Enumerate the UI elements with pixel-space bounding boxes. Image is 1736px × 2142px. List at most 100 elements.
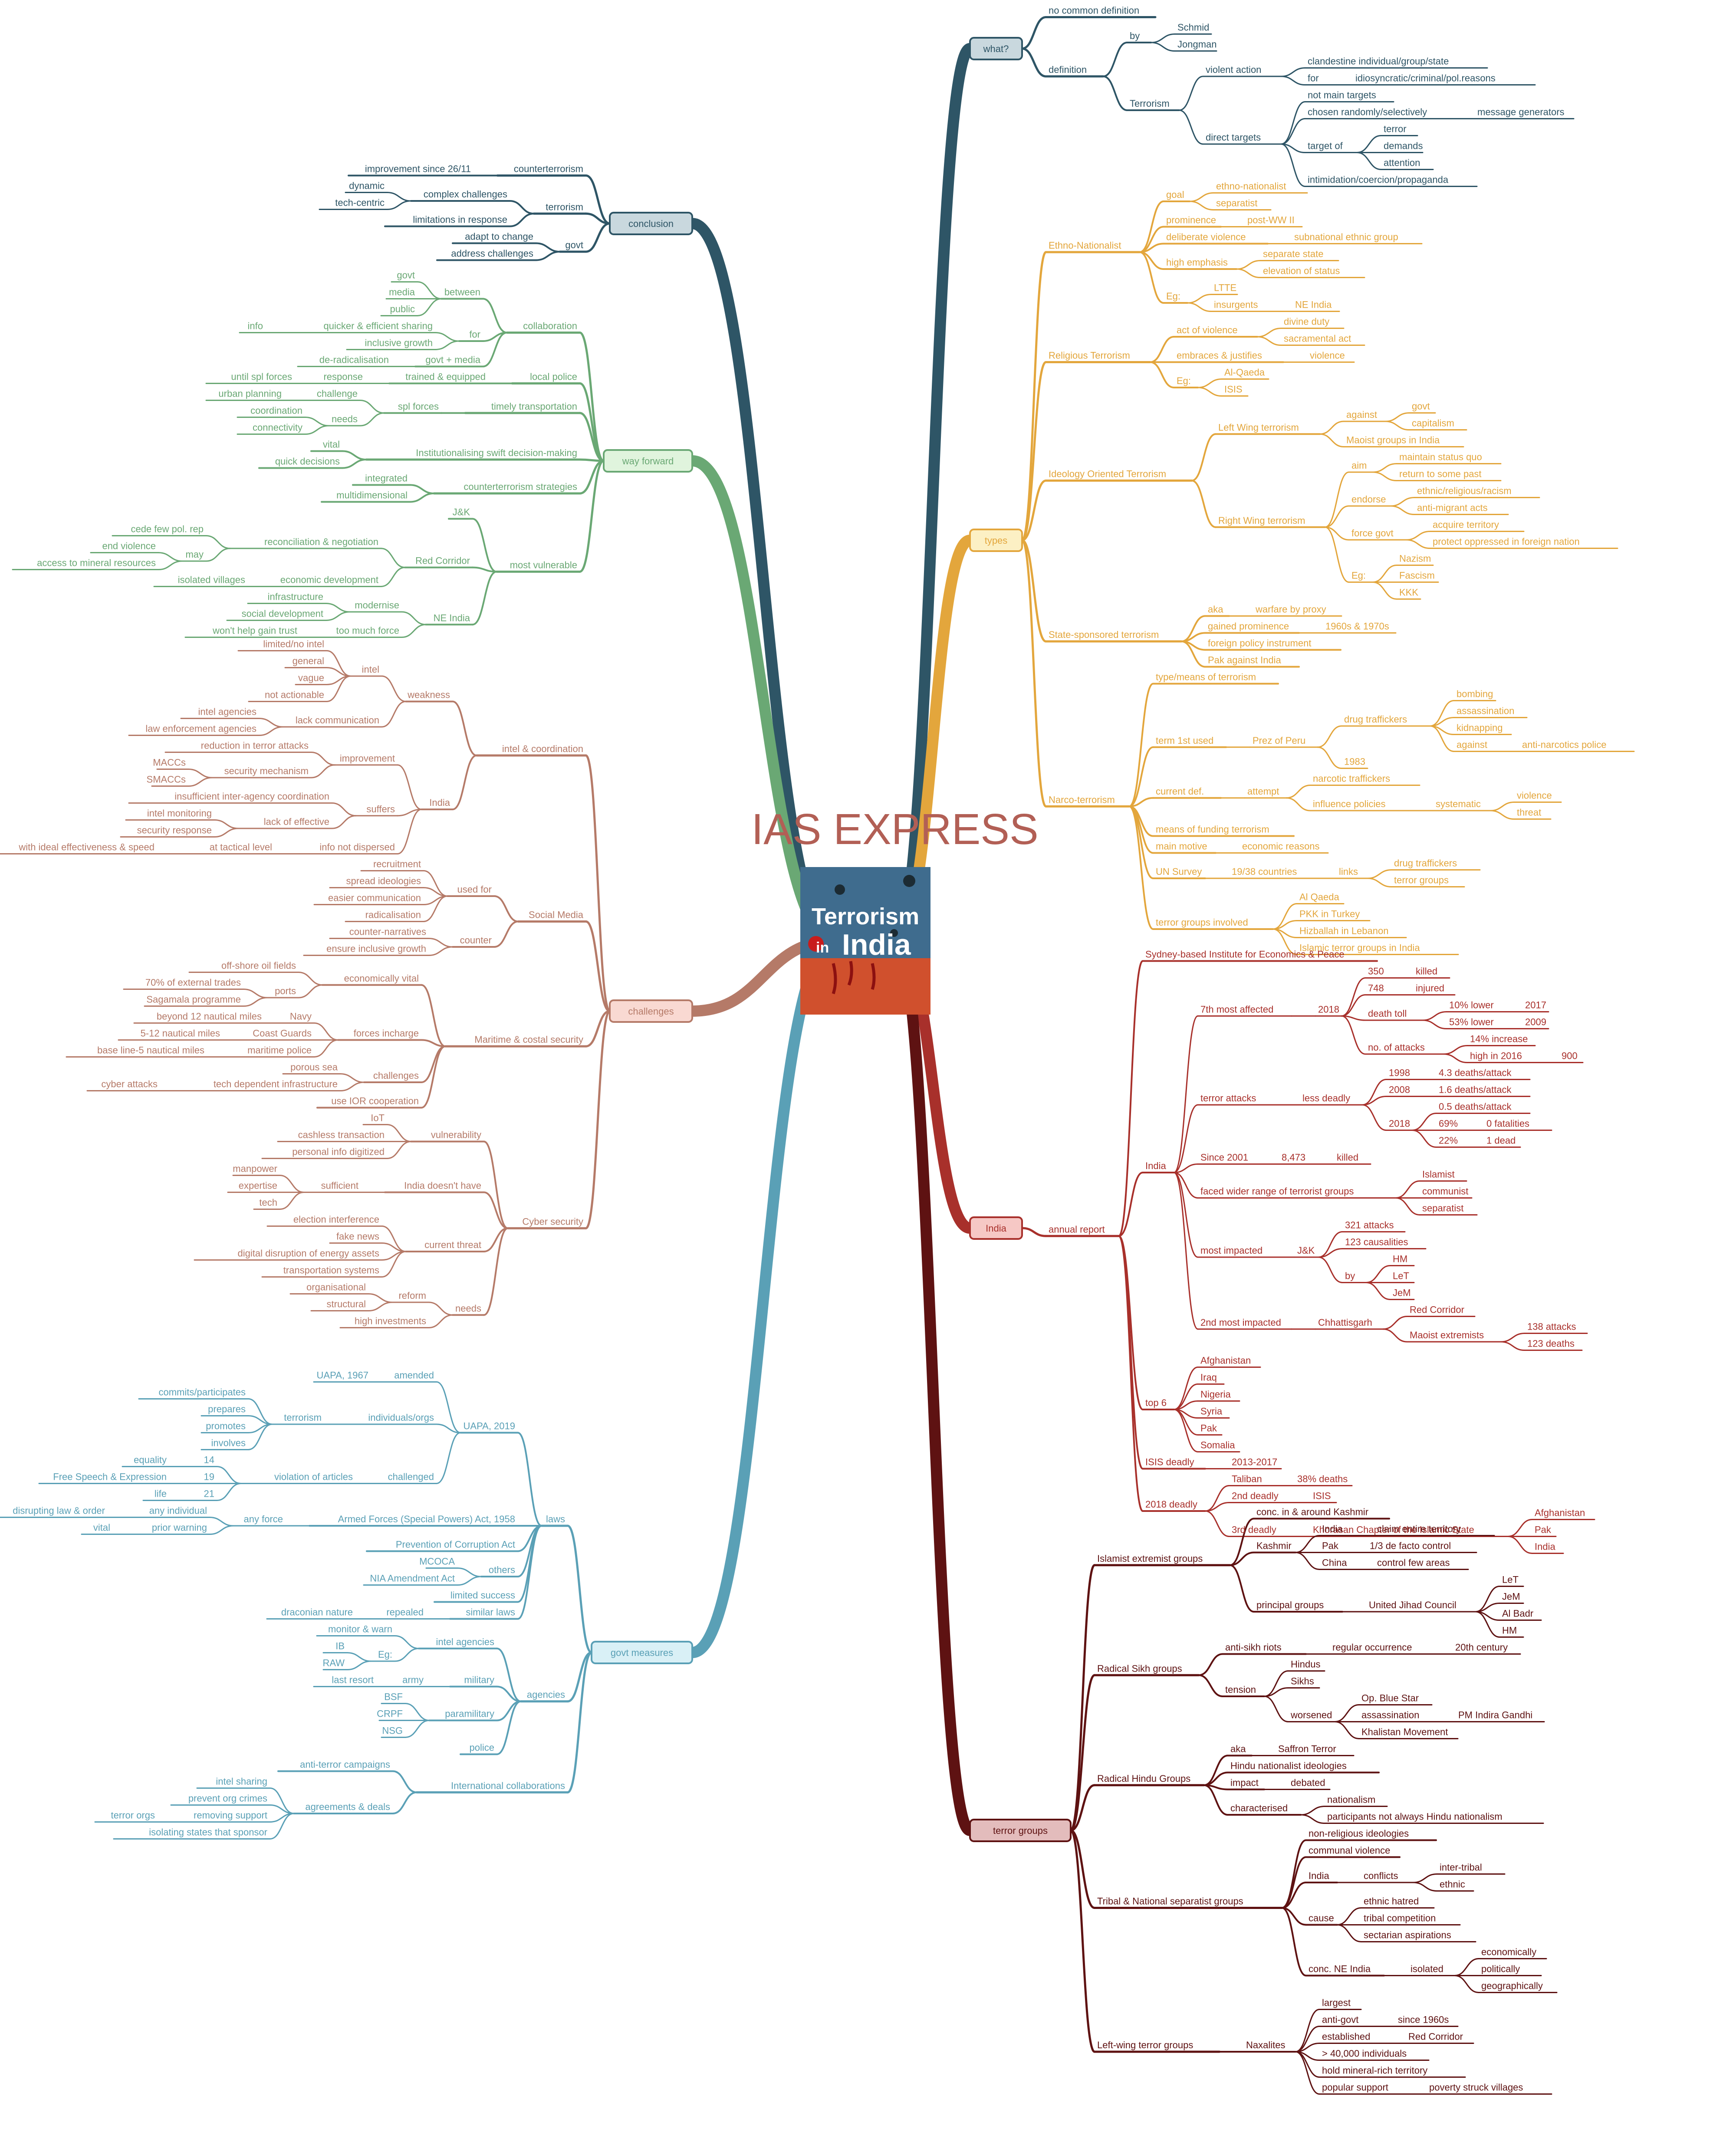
topic-protect-oppressed-in-foreign-nation[interactable]: protect oppressed in foreign nation — [1433, 536, 1580, 547]
topic-aim[interactable]: aim — [1351, 460, 1367, 471]
topic-bombing[interactable]: bombing — [1457, 689, 1493, 700]
topic-14[interactable]: 14 — [204, 1455, 214, 1465]
topic-isolated[interactable]: isolated — [1410, 1964, 1443, 1974]
topic-sufficient[interactable]: sufficient — [321, 1180, 358, 1191]
topic-integrated[interactable]: integrated — [365, 473, 408, 484]
topic-vulnerability[interactable]: vulnerability — [431, 1130, 481, 1140]
topic-violence[interactable]: violence — [1310, 350, 1345, 361]
topic-sydney-based-institute-for-economics-peace[interactable]: Sydney-based Institute for Economics & P… — [1145, 949, 1345, 960]
topic-top-6[interactable]: top 6 — [1145, 1397, 1167, 1408]
topic-monitor-warn[interactable]: monitor & warn — [328, 1624, 392, 1635]
topic-2008[interactable]: 2008 — [1389, 1084, 1410, 1095]
topic-info[interactable]: info — [248, 321, 263, 332]
topic-hold-mineral-rich-territory[interactable]: hold mineral-rich territory — [1322, 2065, 1427, 2076]
topic-by[interactable]: by — [1130, 30, 1140, 41]
topic-isolated-villages[interactable]: isolated villages — [178, 575, 245, 585]
topic-state-sponsored-terrorism[interactable]: State-sponsored terrorism — [1049, 629, 1159, 640]
topic-ltte[interactable]: LTTE — [1214, 283, 1236, 293]
topic-reconciliation-negotiation[interactable]: reconciliation & negotiation — [264, 536, 378, 547]
topic-terrorism[interactable]: Terrorism — [1130, 98, 1170, 109]
topic-against[interactable]: against — [1457, 739, 1487, 750]
topic-won-t-help-gain-trust[interactable]: won't help gain trust — [212, 625, 297, 636]
topic-2018[interactable]: 2018 — [1389, 1118, 1410, 1129]
topic-vital[interactable]: vital — [323, 439, 340, 450]
topic-too-much-force[interactable]: too much force — [336, 625, 399, 636]
topic-quicker-efficient-sharing[interactable]: quicker & efficient sharing — [323, 321, 433, 332]
topic-any-individual[interactable]: any individual — [149, 1505, 207, 1516]
topic-let[interactable]: LeT — [1393, 1271, 1409, 1281]
topic-maoist-groups-in-india[interactable]: Maoist groups in India — [1346, 435, 1440, 446]
topic-capitalism[interactable]: capitalism — [1412, 418, 1454, 429]
topic-al-qaeda[interactable]: Al Qaeda — [1299, 892, 1339, 903]
topic-eg[interactable]: Eg: — [378, 1649, 392, 1660]
topic-most-vulnerable[interactable]: most vulnerable — [510, 559, 577, 570]
topic-for[interactable]: for — [1308, 73, 1319, 84]
topic-media[interactable]: media — [389, 287, 415, 298]
topic-drug-traffickers[interactable]: drug traffickers — [1394, 858, 1457, 869]
topic-used-for[interactable]: used for — [457, 884, 492, 895]
branch-challenges[interactable]: challenges — [609, 999, 693, 1023]
topic-hindus[interactable]: Hindus — [1291, 1659, 1320, 1670]
topic-manpower[interactable]: manpower — [233, 1163, 277, 1174]
topic-agreements-deals[interactable]: agreements & deals — [305, 1801, 390, 1812]
topic-raw[interactable]: RAW — [322, 1658, 345, 1669]
topic-sagamala-programme[interactable]: Sagamala programme — [146, 994, 241, 1005]
topic-organisational[interactable]: organisational — [306, 1282, 366, 1293]
topic-7th-most-affected[interactable]: 7th most affected — [1200, 1004, 1273, 1015]
topic-institutionalising-swift-decision-making[interactable]: Institutionalising swift decision-making — [416, 447, 577, 458]
topic-high-emphasis[interactable]: high emphasis — [1166, 257, 1228, 268]
topic-needs[interactable]: needs — [455, 1303, 481, 1314]
topic-ethno-nationalist[interactable]: ethno-nationalist — [1216, 181, 1286, 192]
topic-message-generators[interactable]: message generators — [1477, 107, 1565, 118]
topic-prominence[interactable]: prominence — [1166, 215, 1216, 226]
topic-paramilitary[interactable]: paramilitary — [445, 1708, 494, 1719]
topic-india-doesn-t-have[interactable]: India doesn't have — [404, 1180, 481, 1191]
topic-poverty-struck-villages[interactable]: poverty struck villages — [1429, 2082, 1523, 2093]
topic-elevation-of-status[interactable]: elevation of status — [1263, 266, 1340, 276]
topic-military[interactable]: military — [464, 1675, 494, 1685]
branch-conclusion[interactable]: conclusion — [609, 212, 693, 235]
topic-control-few-areas[interactable]: control few areas — [1377, 1557, 1450, 1568]
topic-fake-news[interactable]: fake news — [336, 1231, 379, 1242]
topic-porous-sea[interactable]: porous sea — [290, 1062, 338, 1073]
topic-prevent-org-crimes[interactable]: prevent org crimes — [188, 1793, 267, 1804]
topic-address-challenges[interactable]: address challenges — [451, 248, 533, 259]
topic-worsened[interactable]: worsened — [1290, 1710, 1332, 1721]
topic-tech[interactable]: tech — [259, 1197, 277, 1208]
topic-local-police[interactable]: local police — [530, 371, 577, 382]
topic-religious-terrorism[interactable]: Religious Terrorism — [1049, 350, 1130, 361]
topic-means-of-funding-terrorism[interactable]: means of funding terrorism — [1156, 824, 1269, 835]
topic-end-violence[interactable]: end violence — [102, 541, 156, 552]
topic-commits-participates[interactable]: commits/participates — [158, 1387, 246, 1398]
topic-terrorism[interactable]: terrorism — [284, 1412, 322, 1423]
topic-bsf[interactable]: BSF — [384, 1692, 403, 1702]
topic-2013-2017[interactable]: 2013-2017 — [1232, 1457, 1277, 1468]
topic-term-1st-used[interactable]: term 1st used — [1156, 735, 1213, 746]
topic-cede-few-pol-rep[interactable]: cede few pol. rep — [131, 524, 204, 535]
topic-armed-forces-special-powers-act-1958[interactable]: Armed Forces (Special Powers) Act, 1958 — [338, 1514, 515, 1524]
topic-promotes[interactable]: promotes — [206, 1421, 246, 1432]
branch-way[interactable]: way forward — [603, 449, 693, 473]
topic-goal[interactable]: goal — [1166, 189, 1184, 200]
topic-urban-planning[interactable]: urban planning — [218, 388, 282, 399]
topic-2nd-deadly[interactable]: 2nd deadly — [1232, 1491, 1279, 1501]
topic-1983[interactable]: 1983 — [1344, 756, 1365, 767]
topic-terror-attacks[interactable]: terror attacks — [1200, 1093, 1256, 1104]
topic-coordination[interactable]: coordination — [250, 405, 302, 416]
topic-assassination[interactable]: assassination — [1361, 1710, 1419, 1721]
topic-public[interactable]: public — [390, 304, 415, 315]
topic-anti-terror-campaigns[interactable]: anti-terror campaigns — [300, 1759, 390, 1770]
topic-somalia[interactable]: Somalia — [1200, 1440, 1235, 1451]
topic-general[interactable]: general — [293, 656, 324, 667]
topic-conc-ne-india[interactable]: conc. NE India — [1309, 1964, 1371, 1974]
topic-19[interactable]: 19 — [204, 1472, 214, 1482]
topic-terror-groups-involved[interactable]: terror groups involved — [1156, 917, 1248, 928]
topic-social-development[interactable]: social development — [242, 608, 323, 619]
topic-narcotic-traffickers[interactable]: narcotic traffickers — [1313, 773, 1390, 784]
topic-improvement[interactable]: improvement — [340, 753, 395, 764]
topic-security-mechanism[interactable]: security mechanism — [224, 765, 309, 776]
topic-police[interactable]: police — [470, 1742, 494, 1753]
topic-challenged[interactable]: challenged — [388, 1472, 434, 1482]
topic-schmid[interactable]: Schmid — [1177, 22, 1209, 33]
topic-iraq[interactable]: Iraq — [1200, 1372, 1217, 1383]
